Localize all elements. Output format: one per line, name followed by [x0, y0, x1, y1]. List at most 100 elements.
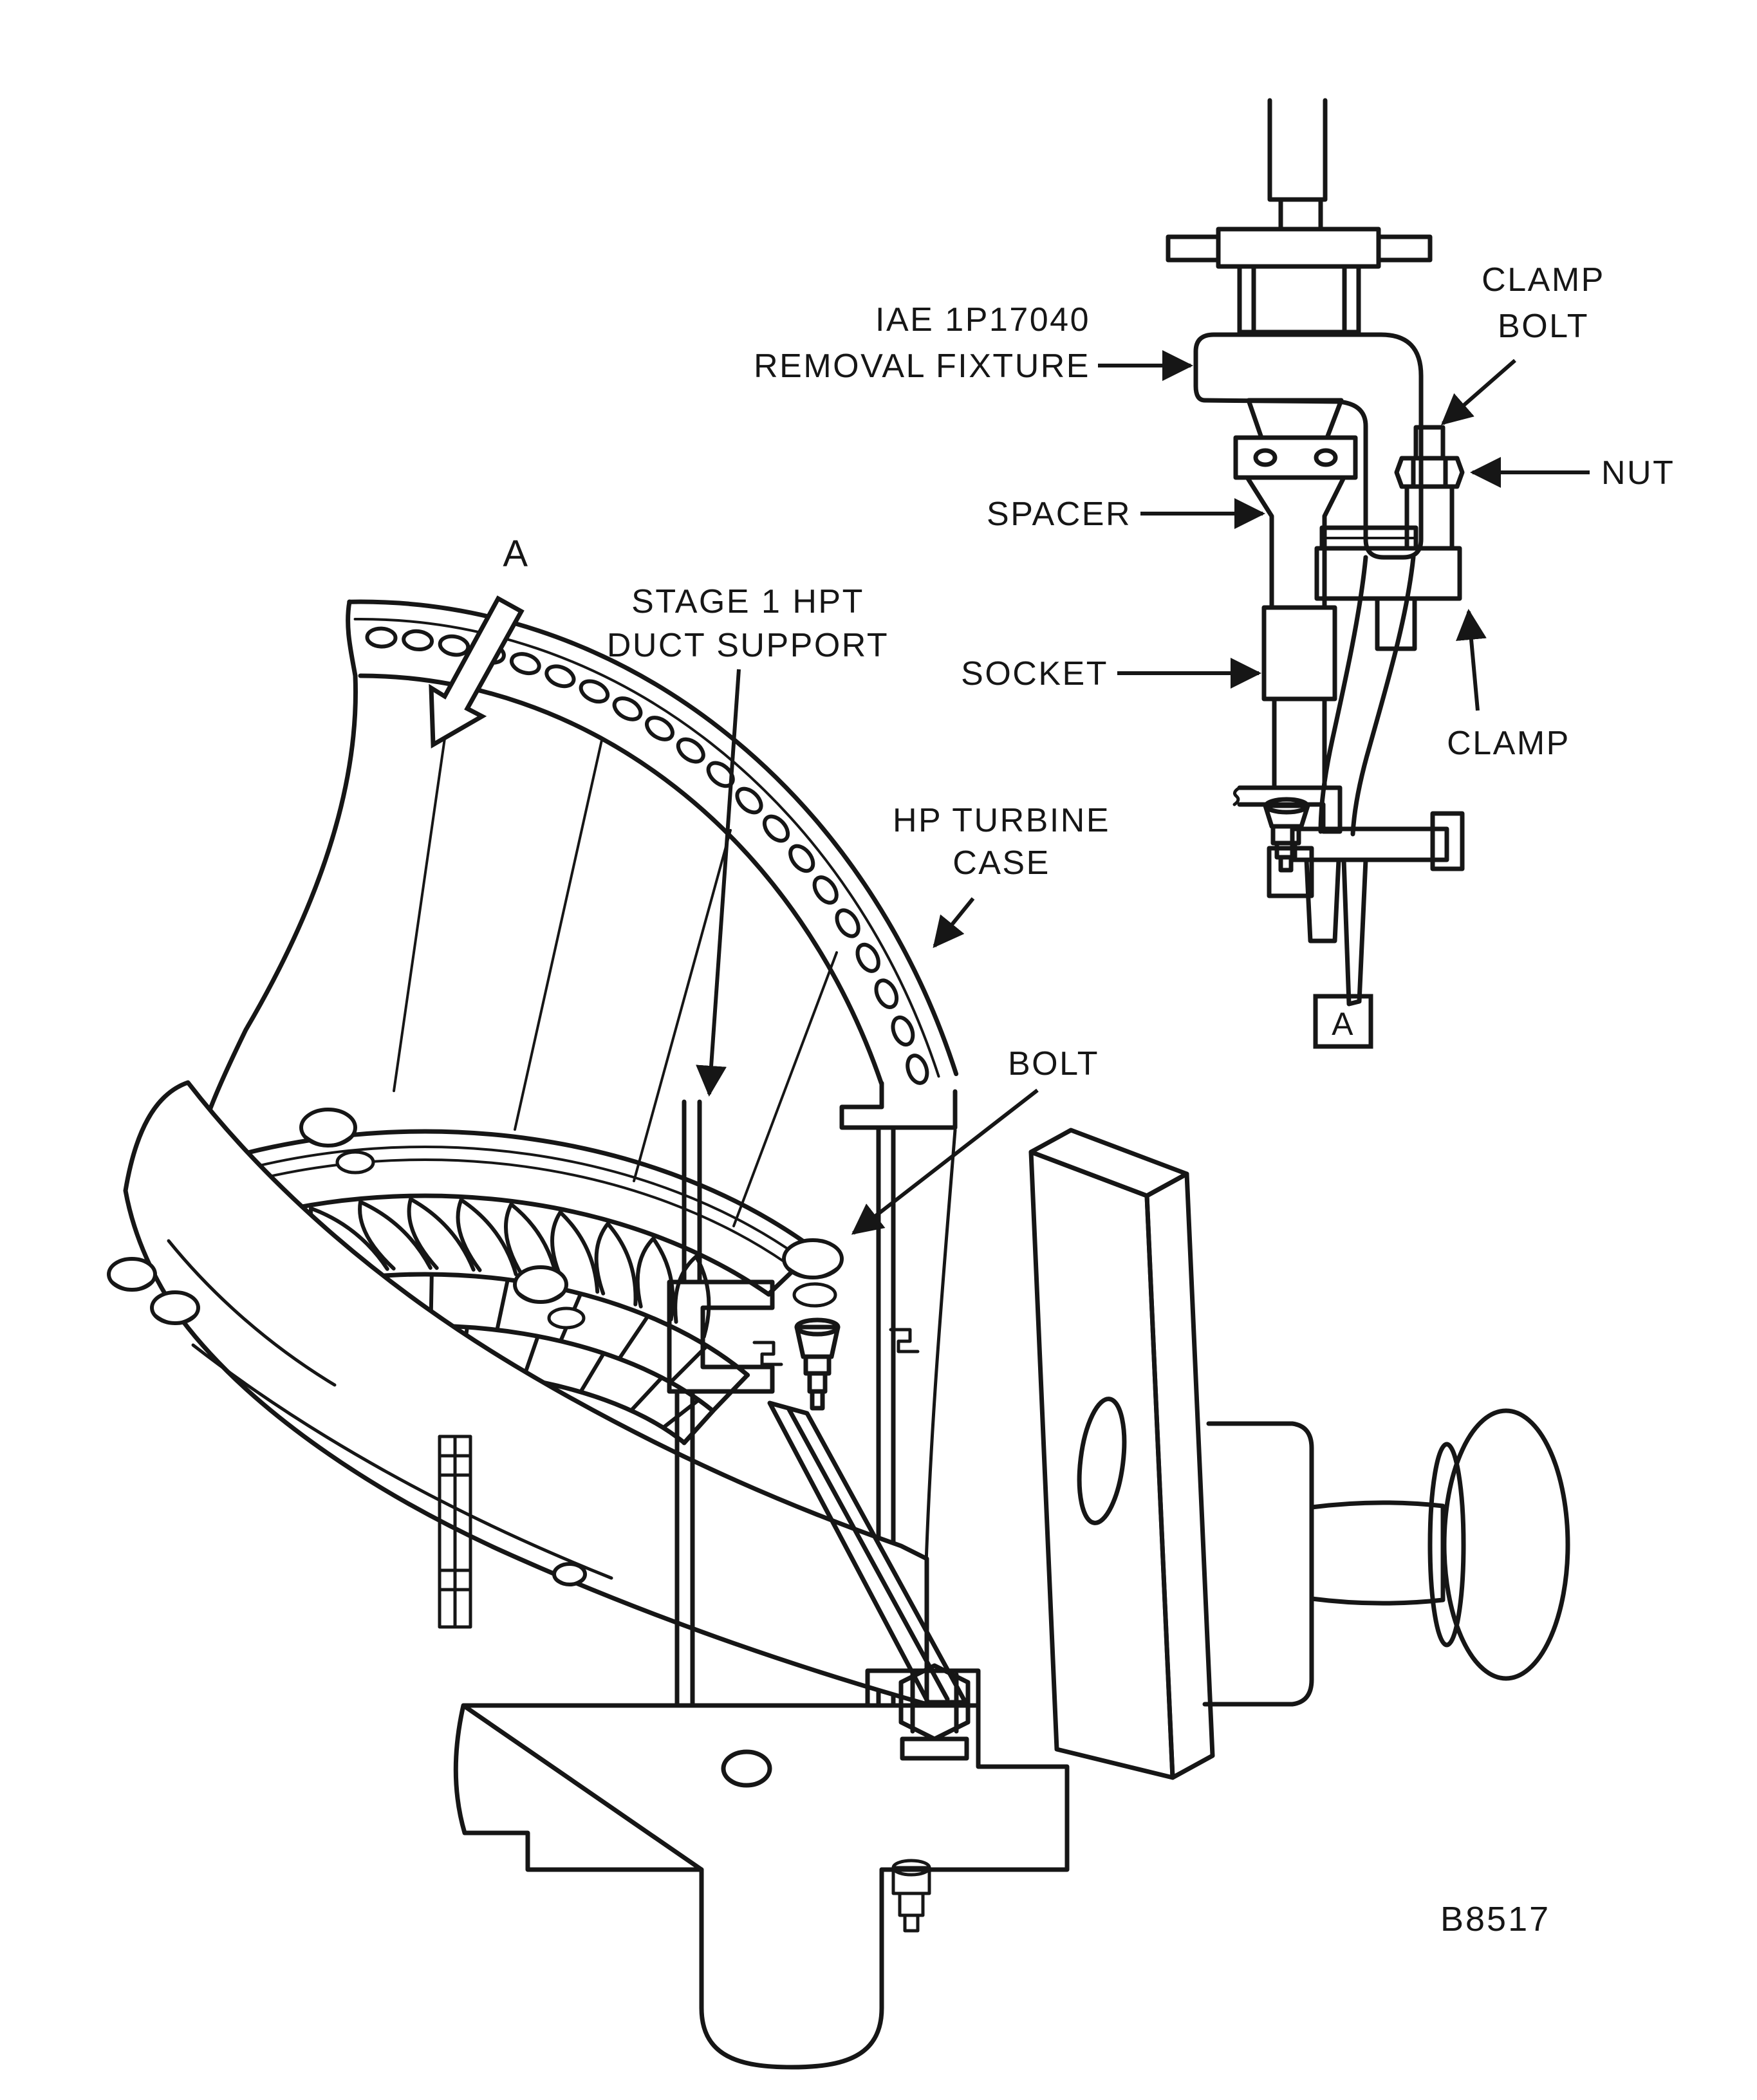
flange-hole	[891, 1015, 915, 1047]
flange-foot-section	[839, 1081, 958, 1130]
detail-box	[1313, 994, 1373, 1049]
flange-hole	[735, 786, 763, 815]
crossbar-tab-left	[1166, 234, 1221, 263]
arc	[225, 1146, 799, 1258]
turbine-vane	[456, 1198, 518, 1276]
label-clamp: CLAMP	[1447, 725, 1570, 762]
spacer-column	[1245, 475, 1346, 610]
dome-bolt-base	[110, 1280, 154, 1292]
drive-collar	[1237, 264, 1361, 335]
arc	[353, 617, 940, 1078]
turbine-vane	[635, 1236, 675, 1322]
fixture-knob	[1442, 1408, 1570, 1681]
turbine-vane	[407, 1197, 476, 1272]
dome-head-bolts	[107, 1108, 844, 1586]
label-stage-support-line1: STAGE 1 HPT	[631, 583, 864, 620]
duct-support-ring	[210, 1129, 817, 1297]
support-strut	[767, 1400, 968, 1705]
washer	[335, 1150, 375, 1175]
nut	[1394, 456, 1465, 489]
label-hp-turbine-line2: CASE	[953, 844, 1050, 882]
flange-hole	[509, 652, 541, 676]
crossbar-tab-right	[1376, 234, 1433, 263]
label-clamp-bolt-line1: CLAMP	[1482, 261, 1605, 299]
hex-bolt	[898, 1663, 971, 1761]
clamp-foot	[1375, 596, 1417, 651]
flange-left-cut	[346, 599, 358, 678]
base-oval-hole	[721, 1749, 772, 1788]
break-sweep-inner-line	[191, 1343, 613, 1580]
case-wall-break-edge	[191, 673, 358, 1169]
dome-bolt-base	[153, 1314, 197, 1325]
flange-hole	[438, 634, 470, 657]
joint-line	[495, 1278, 510, 1332]
removal-fixture-detail-view	[1166, 98, 1465, 1007]
break-sweep-accent	[167, 1239, 337, 1387]
case-inner-curve	[922, 1128, 957, 1706]
drive-extension	[1267, 98, 1328, 202]
ratchet-crossbar	[1216, 227, 1381, 269]
label-removal-fixture-line1: IAE 1P17040	[875, 301, 1090, 339]
flange-hole	[612, 696, 643, 721]
label-socket: SOCKET	[961, 655, 1108, 692]
flange-hole	[365, 626, 398, 649]
fixture-knob-rim	[1427, 1442, 1466, 1648]
fixture-fork-foot	[1267, 811, 1465, 1007]
spacer-plate	[1233, 435, 1358, 480]
joint-line	[579, 1351, 606, 1394]
turbine-case-cutaway-view	[107, 599, 1570, 2070]
turbine-vane	[358, 1200, 432, 1271]
joint-line	[617, 1314, 650, 1361]
arc	[347, 599, 959, 1077]
turbine-vane	[504, 1202, 560, 1284]
removal-fixture-body	[1193, 332, 1424, 560]
turbine-vane	[594, 1222, 638, 1306]
leader-bolt	[851, 1088, 1039, 1235]
lower-boss-cylinder	[699, 1867, 884, 2070]
washer	[792, 1282, 837, 1308]
view-arrow-letter: A	[503, 533, 529, 575]
duct-support-lower-web	[674, 1389, 695, 1707]
leader-clamp-bolt	[1440, 358, 1516, 425]
clamped-rail	[1319, 525, 1418, 551]
fixture-boss	[1202, 1421, 1314, 1707]
flange-hole	[855, 942, 880, 973]
washer	[547, 1306, 586, 1330]
label-spacer: SPACER	[987, 496, 1131, 533]
leader-hp-turbine-case	[933, 897, 975, 949]
base-section-slab	[453, 1703, 1070, 1872]
leader-stage-support	[696, 669, 741, 1097]
flange-hole	[676, 737, 705, 764]
duct-support-bolt-detail	[1263, 797, 1310, 873]
duct-rail-section	[438, 1435, 472, 1629]
joint-line	[514, 739, 603, 1131]
duct-retaining-bolt	[794, 1317, 841, 1411]
joint-line	[633, 829, 732, 1182]
label-stage-support-line2: DUCT SUPPORT	[607, 627, 889, 664]
arc	[210, 1129, 817, 1252]
leader-clamp	[1456, 609, 1487, 711]
case-break-sweep	[123, 1080, 929, 1707]
figure-number: B8517	[1440, 1900, 1550, 1938]
detail-box-letter: A	[1332, 1006, 1355, 1042]
fixture-shaft	[1309, 1500, 1446, 1606]
socket-extension	[1272, 696, 1327, 790]
label-nut: NUT	[1601, 454, 1675, 492]
callouts: A IAE 1P17040 REMOVAL FIXTURE CLAMP BOLT…	[429, 261, 1675, 1938]
flange-hole	[835, 908, 860, 938]
duct-support-member	[682, 1099, 702, 1285]
flange-hole	[812, 875, 839, 905]
view-direction-arrow	[429, 595, 525, 748]
label-bolt: BOLT	[1008, 1045, 1099, 1083]
dome-bolt-base	[786, 1267, 839, 1279]
joint-line	[732, 951, 838, 1227]
drive-adapter	[1278, 197, 1323, 232]
joint-line	[629, 1375, 664, 1413]
hp-turbine-case-flange	[347, 599, 959, 1086]
flange-hole	[579, 679, 610, 704]
stud-fitting	[891, 1859, 931, 1933]
support-fixture-plate	[1028, 1128, 1215, 1780]
flange-hole	[874, 978, 899, 1009]
